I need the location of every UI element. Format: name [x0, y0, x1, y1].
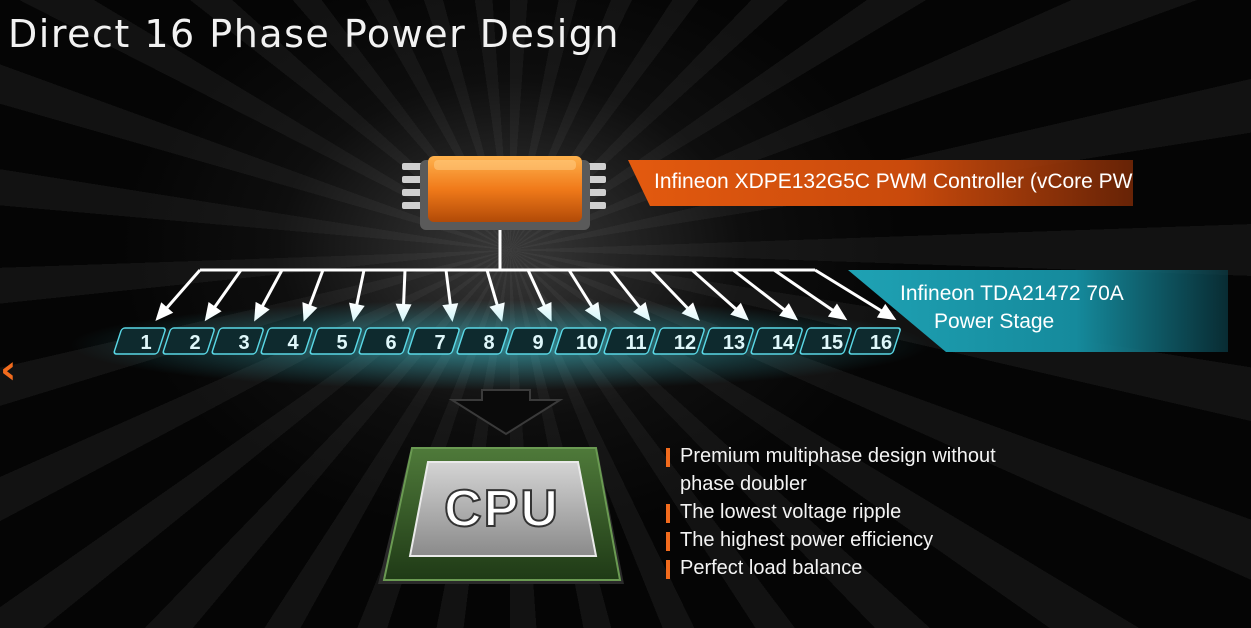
phase-chip: 2 — [162, 327, 215, 355]
pwm-controller-chip — [402, 156, 606, 230]
power-stage-label-line2: Power Stage — [934, 310, 1055, 333]
feature-text-continued: phase doubler — [680, 473, 807, 495]
bullet-bar — [666, 448, 670, 467]
phase-number: 13 — [723, 332, 745, 354]
phase-chip: 11 — [603, 327, 656, 355]
feature-text: Perfect load balance — [680, 557, 863, 579]
phase-arrow-line — [814, 268, 894, 320]
phase-chip: 4 — [260, 327, 313, 355]
phase-chip: 10 — [554, 327, 607, 355]
phase-chip: 1 — [113, 327, 166, 355]
bullet-bar — [666, 532, 670, 551]
phase-number: 6 — [385, 332, 396, 354]
power-stage-label-line1: Infineon TDA21472 70A — [900, 282, 1124, 305]
chevron-left-icon[interactable]: ‹ — [0, 347, 17, 393]
phase-chip: 12 — [652, 327, 705, 355]
arrow-head-icon — [827, 303, 848, 321]
bullet-bar — [666, 504, 670, 523]
phase-chip: 15 — [799, 327, 852, 355]
phase-number: 1 — [140, 332, 151, 354]
phase-number: 11 — [625, 332, 646, 354]
phase-chip: 6 — [358, 327, 411, 355]
phase-number: 9 — [532, 332, 543, 354]
feature-text: The highest power efficiency — [680, 529, 934, 551]
feature-text: The lowest voltage ripple — [680, 501, 902, 523]
phase-chip: 8 — [456, 327, 509, 355]
bullet-bar — [666, 560, 670, 579]
phase-chip: 5 — [309, 327, 362, 355]
page-title: Direct 16 Phase Power Design — [8, 12, 620, 56]
phase-chip: 3 — [211, 327, 264, 355]
phase-number: 3 — [238, 332, 249, 354]
phase-chip: 13 — [701, 327, 754, 355]
phase-number: 2 — [189, 332, 200, 354]
phase-number: 8 — [483, 332, 494, 354]
pwm-controller-banner: Infineon XDPE132G5C PWM Controller (vCor… — [628, 160, 1133, 206]
cpu-label: CPU — [444, 480, 560, 538]
phase-number: 16 — [870, 332, 892, 354]
pwm-controller-label: Infineon XDPE132G5C PWM Controller (vCor… — [654, 170, 1157, 193]
phase-chip: 16 — [848, 327, 901, 355]
down-arrow-icon — [448, 389, 564, 436]
phase-number: 4 — [287, 332, 299, 354]
phase-chip: 14 — [750, 327, 803, 355]
feature-text: Premium multiphase design without — [680, 445, 996, 467]
phase-number: 5 — [336, 332, 347, 354]
phase-number: 14 — [772, 332, 795, 354]
arrow-head-icon — [155, 302, 174, 322]
phase-number: 15 — [821, 332, 843, 354]
cpu-chip: CPU — [378, 447, 624, 584]
phase-number: 10 — [576, 332, 598, 354]
phase-chip: 7 — [407, 327, 460, 355]
phase-number: 12 — [674, 332, 696, 354]
phase-chip: 9 — [505, 327, 558, 355]
phase-arrow-line — [773, 268, 845, 320]
arrow-head-icon — [876, 303, 897, 321]
phase-number: 7 — [434, 332, 445, 354]
